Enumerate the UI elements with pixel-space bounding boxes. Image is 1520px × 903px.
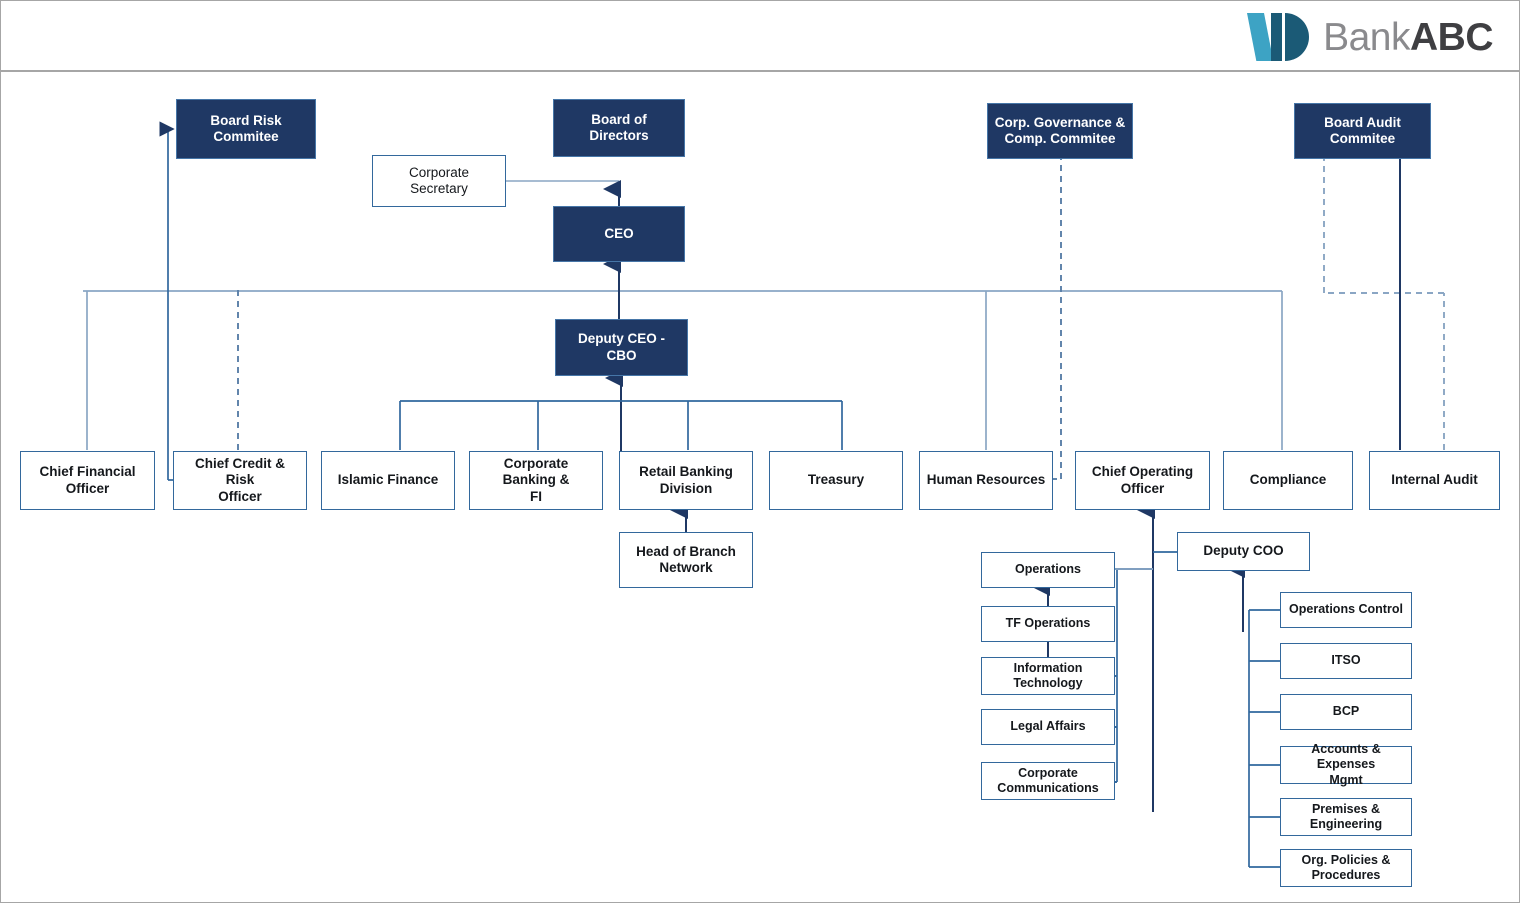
node-legal-affairs[interactable]: Legal Affairs	[981, 709, 1115, 745]
node-label: Premises & Engineering	[1309, 801, 1383, 831]
node-chief-operating-officer[interactable]: Chief Operating Officer	[1075, 451, 1210, 510]
node-label: Chief Operating Officer	[1091, 464, 1194, 496]
node-compliance[interactable]: Compliance	[1223, 451, 1353, 510]
node-label: TF Operations	[1005, 616, 1091, 631]
node-operations[interactable]: Operations	[981, 552, 1115, 588]
node-label: Board Audit Commitee	[1324, 114, 1401, 146]
node-label: Human Resources	[926, 472, 1046, 488]
bank-abc-logo: BankABC	[1247, 9, 1494, 65]
node-deputy-ceo-cbo[interactable]: Deputy CEO - CBO	[555, 319, 688, 376]
node-chief-credit-risk-officer[interactable]: Chief Credit & Risk Officer	[173, 451, 307, 510]
logo-bar-shape	[1271, 13, 1283, 61]
logo-word-bank: Bank	[1323, 15, 1410, 59]
logo-word-abc: ABC	[1410, 15, 1494, 59]
node-board-audit-committee[interactable]: Board Audit Commitee	[1294, 103, 1431, 159]
node-label: Chief Financial Officer	[39, 464, 136, 496]
logo-wordmark: BankABC	[1323, 18, 1493, 57]
logo-halfcircle-shape	[1285, 13, 1310, 61]
node-corporate-secretary[interactable]: Corporate Secretary	[372, 155, 506, 207]
node-accounts-expenses-mgmt[interactable]: Accounts & Expenses Mgmt	[1280, 742, 1412, 787]
node-information-technology[interactable]: Information Technology	[981, 657, 1115, 695]
node-label: Deputy COO	[1203, 543, 1284, 559]
node-label: Retail Banking Division	[639, 464, 733, 496]
node-tf-operations[interactable]: TF Operations	[981, 606, 1115, 642]
logo-parallelogram-shape	[1247, 13, 1274, 61]
node-label: Treasury	[807, 472, 865, 488]
node-label: Information Technology	[1013, 660, 1083, 690]
node-label: Head of Branch Network	[636, 543, 736, 575]
node-label: Operations	[1015, 562, 1081, 577]
node-treasury[interactable]: Treasury	[769, 451, 903, 510]
node-deputy-coo[interactable]: Deputy COO	[1177, 532, 1310, 571]
node-internal-audit[interactable]: Internal Audit	[1369, 451, 1500, 510]
node-operations-control[interactable]: Operations Control	[1280, 592, 1412, 628]
node-label: Corporate Communications	[997, 765, 1099, 795]
node-corporate-communications[interactable]: Corporate Communications	[981, 762, 1115, 800]
node-chief-financial-officer[interactable]: Chief Financial Officer	[20, 451, 155, 510]
node-label: Deputy CEO - CBO	[577, 331, 665, 363]
node-itso[interactable]: ITSO	[1280, 643, 1412, 679]
node-label: Corporate Banking & FI	[502, 455, 570, 504]
node-label: Org. Policies & Procedures	[1301, 852, 1391, 882]
node-ceo[interactable]: CEO	[553, 206, 685, 262]
node-org-policies-procedures[interactable]: Org. Policies & Procedures	[1280, 849, 1412, 887]
node-board-of-directors[interactable]: Board of Directors	[553, 99, 685, 157]
node-label: BCP	[1332, 704, 1360, 719]
node-bcp[interactable]: BCP	[1280, 694, 1412, 730]
node-label: Operations Control	[1289, 602, 1403, 617]
node-label: CEO	[604, 225, 634, 241]
node-label: Chief Credit & Risk Officer	[194, 455, 285, 504]
node-label: Board of Directors	[589, 111, 649, 143]
page-header: BankABC	[1, 1, 1519, 72]
node-label: Accounts & Expenses Mgmt	[1311, 742, 1381, 787]
node-label: Board Risk Commitee	[210, 112, 282, 144]
node-retail-banking-division[interactable]: Retail Banking Division	[619, 451, 753, 510]
node-label: Compliance	[1249, 472, 1327, 488]
node-label: Islamic Finance	[337, 472, 439, 488]
node-label: ITSO	[1331, 653, 1361, 668]
node-premises-engineering[interactable]: Premises & Engineering	[1280, 798, 1412, 836]
node-corporate-banking-fi[interactable]: Corporate Banking & FI	[469, 451, 603, 510]
node-label: Corp. Governance & Comp. Commitee	[994, 114, 1126, 146]
node-label: Legal Affairs	[1010, 719, 1086, 734]
node-label: Internal Audit	[1391, 472, 1478, 488]
node-human-resources[interactable]: Human Resources	[919, 451, 1053, 510]
bank-abc-logo-mark	[1247, 13, 1315, 61]
node-islamic-finance[interactable]: Islamic Finance	[321, 451, 455, 510]
node-label: Corporate Secretary	[408, 164, 470, 196]
node-head-of-branch-network[interactable]: Head of Branch Network	[619, 532, 753, 588]
node-board-risk-committee[interactable]: Board Risk Commitee	[176, 99, 316, 159]
org-chart-canvas: Board Risk Commitee Board of Directors C…	[1, 72, 1519, 902]
node-corp-governance-committee[interactable]: Corp. Governance & Comp. Commitee	[987, 103, 1133, 159]
